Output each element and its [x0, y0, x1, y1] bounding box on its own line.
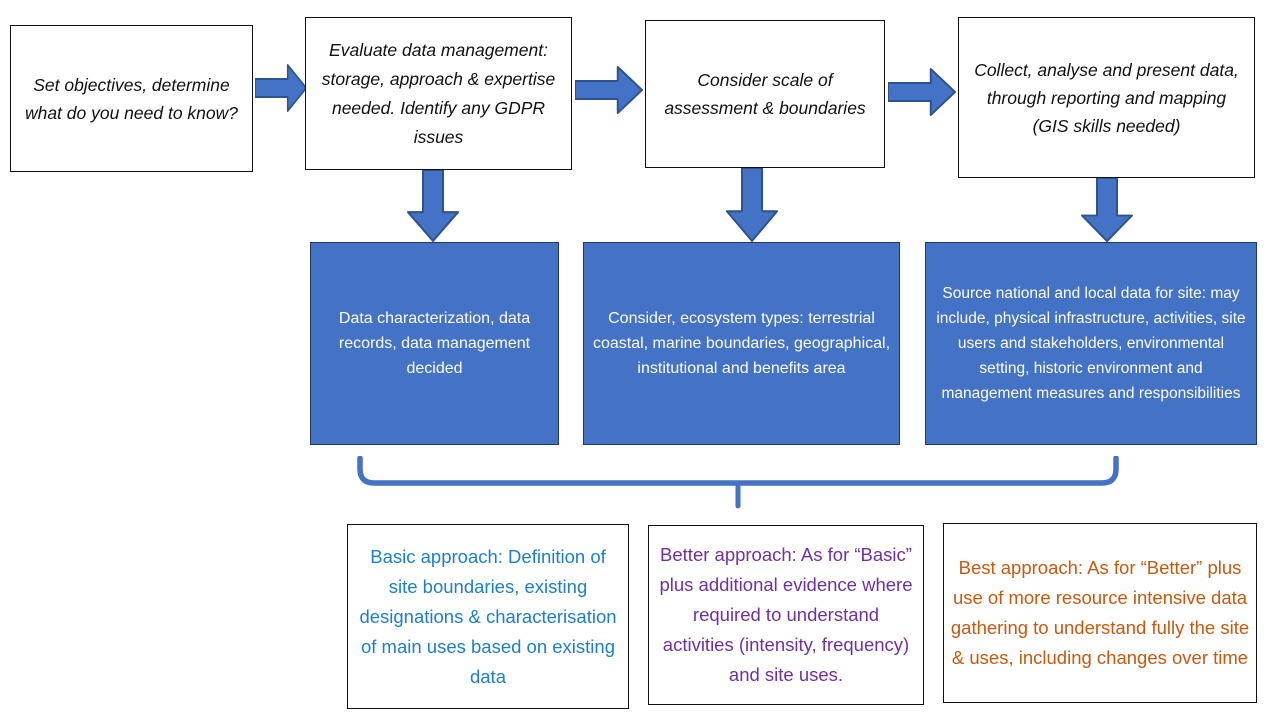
step-text: Set objectives, determine what do you ne… [24, 74, 239, 123]
down-arrow-icon [1081, 178, 1133, 242]
result-ecosystem-types: Consider, ecosystem types: terrestrial c… [583, 242, 900, 445]
step-consider-scale: Consider scale of assessment & boundarie… [645, 20, 885, 168]
approach-best: Best approach: As for “Better” plus use … [943, 523, 1257, 703]
approach-text: Basic approach: Definition of site bound… [359, 545, 617, 687]
result-text: Data characterization, data records, dat… [338, 310, 531, 377]
step-set-objectives: Set objectives, determine what do you ne… [10, 25, 253, 172]
right-arrow-icon [255, 64, 307, 112]
down-arrow-icon [726, 168, 778, 242]
step-evaluate-data-management: Evaluate data management: storage, appro… [305, 17, 572, 170]
right-arrow-icon [575, 66, 643, 114]
curly-brace-icon [356, 456, 1120, 510]
result-data-characterization: Data characterization, data records, dat… [310, 242, 559, 445]
approach-text: Best approach: As for “Better” plus use … [950, 557, 1250, 668]
step-text: Consider scale of assessment & boundarie… [664, 70, 866, 118]
step-text: Evaluate data management: storage, appro… [321, 39, 556, 147]
result-text: Source national and local data for site:… [936, 285, 1246, 402]
step-text: Collect, analyse and present data, throu… [974, 59, 1239, 136]
step-collect-analyse-present: Collect, analyse and present data, throu… [958, 17, 1255, 178]
approach-basic: Basic approach: Definition of site bound… [347, 524, 629, 709]
approach-better: Better approach: As for “Basic” plus add… [648, 525, 924, 705]
down-arrow-icon [407, 170, 459, 242]
right-arrow-icon [888, 68, 956, 116]
approach-text: Better approach: As for “Basic” plus add… [659, 544, 913, 685]
result-source-data: Source national and local data for site:… [925, 242, 1257, 445]
result-text: Consider, ecosystem types: terrestrial c… [592, 310, 891, 377]
